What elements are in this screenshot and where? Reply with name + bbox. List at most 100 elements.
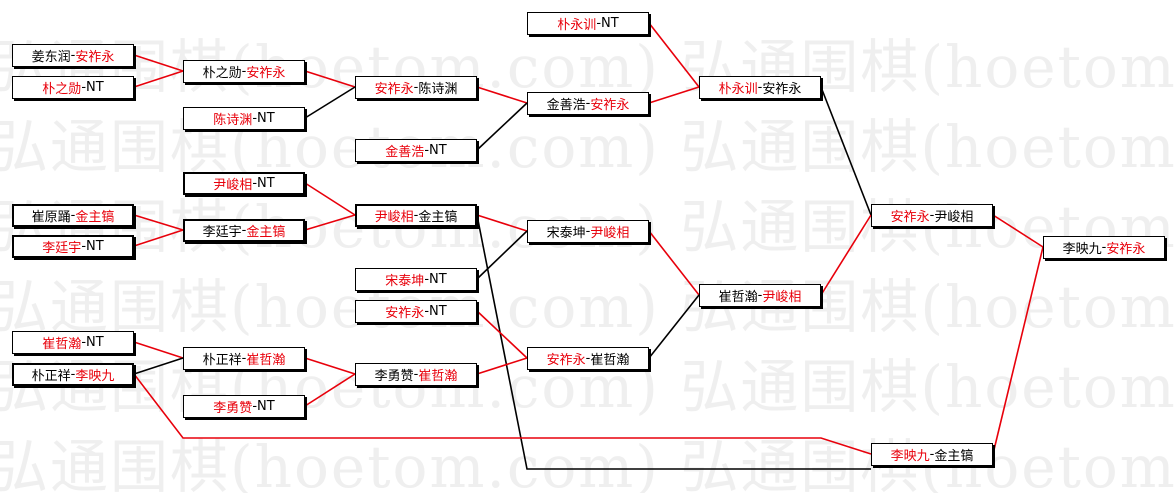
player-name: 安祚永 [385, 306, 425, 321]
match-box: 朴永训-安祚永 [699, 76, 821, 99]
match-box: 姜东润-安祚永 [12, 44, 134, 67]
player-name: NT [601, 16, 619, 31]
connector-line [992, 246, 1044, 455]
match-box: 安祚永-尹峻相 [871, 204, 993, 227]
player-name: 陈诗渊 [418, 82, 458, 97]
connector-line [648, 86, 700, 104]
player-name: 崔哲瀚 [42, 337, 82, 352]
player-name: 崔哲瀚 [590, 353, 630, 368]
player-name: 安祚永 [762, 82, 802, 97]
connector-line [133, 357, 184, 375]
match-box: 安祚永-崔哲瀚 [527, 347, 649, 370]
connector-line [304, 182, 356, 216]
connector-line [820, 86, 872, 216]
player-name: 李映九 [1062, 242, 1102, 257]
player-name: 朴正祥 [202, 353, 242, 368]
player-name: NT [86, 335, 104, 350]
match-box: 朴正祥-李映九 [12, 363, 134, 386]
connector-line [820, 214, 872, 296]
connector-line [304, 86, 356, 119]
match-box: 李廷宇-金主镐 [183, 219, 305, 242]
match-box: 朴之勋-安祚永 [183, 60, 305, 83]
player-name: 朴之勋 [42, 82, 82, 97]
player-name: 尹峻相 [213, 178, 253, 193]
match-box: 李勇赞-NT [183, 395, 305, 418]
player-name: 安祚永 [546, 353, 586, 368]
player-name: 尹峻相 [934, 210, 974, 225]
player-name: NT [86, 239, 104, 254]
match-box: 李勇赞-崔哲瀚 [355, 363, 477, 386]
player-name: 崔哲瀚 [718, 290, 758, 305]
match-box: 朴正祥-崔哲瀚 [183, 347, 305, 370]
player-name: 宋泰坤 [385, 274, 425, 289]
player-name: 金善浩 [385, 145, 425, 160]
connector-line [304, 214, 356, 231]
connector-line [133, 373, 872, 455]
player-name: NT [429, 143, 447, 158]
match-box: 金善浩-NT [355, 139, 477, 162]
player-name: NT [257, 176, 275, 191]
player-name: 姜东润 [31, 50, 71, 65]
connector-line [648, 294, 700, 359]
connector-line [476, 214, 871, 470]
player-name: 李廷宇 [42, 241, 82, 256]
player-name: 金主镐 [934, 449, 974, 464]
connector-line [476, 86, 528, 104]
player-name: 安祚永 [1106, 242, 1146, 257]
player-name: 崔哲瀚 [418, 369, 458, 384]
connector-line [476, 102, 528, 151]
match-box: 李廷宇-NT [12, 235, 134, 258]
player-name: 朴之勋 [202, 66, 242, 81]
player-name: 朴永训 [557, 18, 597, 33]
player-name: 金主镐 [75, 210, 115, 225]
connector-line [133, 214, 184, 231]
match-box: 陈诗渊-NT [183, 107, 305, 130]
connector-line [133, 70, 184, 88]
match-box: 李映九-金主镐 [871, 443, 993, 466]
connector-line [992, 214, 1044, 248]
player-name: 尹峻相 [762, 290, 802, 305]
match-box: 崔哲瀚-NT [12, 331, 134, 354]
match-box: 宋泰坤-NT [355, 268, 477, 291]
player-name: 金善浩 [546, 98, 586, 113]
player-name: 尹峻相 [374, 210, 414, 225]
player-name: 安祚永 [590, 98, 630, 113]
match-box: 崔原踊-金主镐 [12, 204, 134, 227]
player-name: 金主镐 [418, 210, 458, 225]
connector-line [304, 373, 356, 407]
player-name: 李映九 [890, 449, 930, 464]
player-name: 安祚永 [890, 210, 930, 225]
match-box: 崔哲瀚-尹峻相 [699, 284, 821, 307]
player-name: 安祚永 [75, 50, 115, 65]
player-name: 安祚永 [374, 82, 414, 97]
match-box: 尹峻相-NT [183, 172, 305, 195]
connector-line [476, 357, 528, 375]
match-box: 朴之勋-NT [12, 76, 134, 99]
player-name: 崔哲瀚 [246, 353, 286, 368]
player-name: 安祚永 [246, 66, 286, 81]
match-box: 金善浩-安祚永 [527, 92, 649, 115]
connector-line [133, 54, 184, 72]
match-box: 安祚永-陈诗渊 [355, 76, 477, 99]
player-name: NT [257, 111, 275, 126]
player-name: NT [86, 80, 104, 95]
player-name: 陈诗渊 [213, 113, 253, 128]
player-name: 崔原踊 [31, 210, 71, 225]
player-name: 李勇赞 [213, 401, 253, 416]
player-name: 宋泰坤 [546, 226, 586, 241]
connector-line [476, 230, 528, 280]
player-name: NT [257, 399, 275, 414]
match-box: 宋泰坤-尹峻相 [527, 220, 649, 243]
connector-line [648, 22, 700, 88]
connector-line [304, 357, 356, 375]
player-name: 朴永训 [718, 82, 758, 97]
match-box: 安祚永-NT [355, 300, 477, 323]
connector-line [476, 214, 528, 232]
connector-line [304, 70, 356, 88]
connector-line [133, 229, 184, 247]
player-name: 李廷宇 [202, 225, 242, 240]
player-name: 朴正祥 [31, 369, 71, 384]
player-name: 金主镐 [246, 225, 286, 240]
connector-line [476, 310, 528, 359]
